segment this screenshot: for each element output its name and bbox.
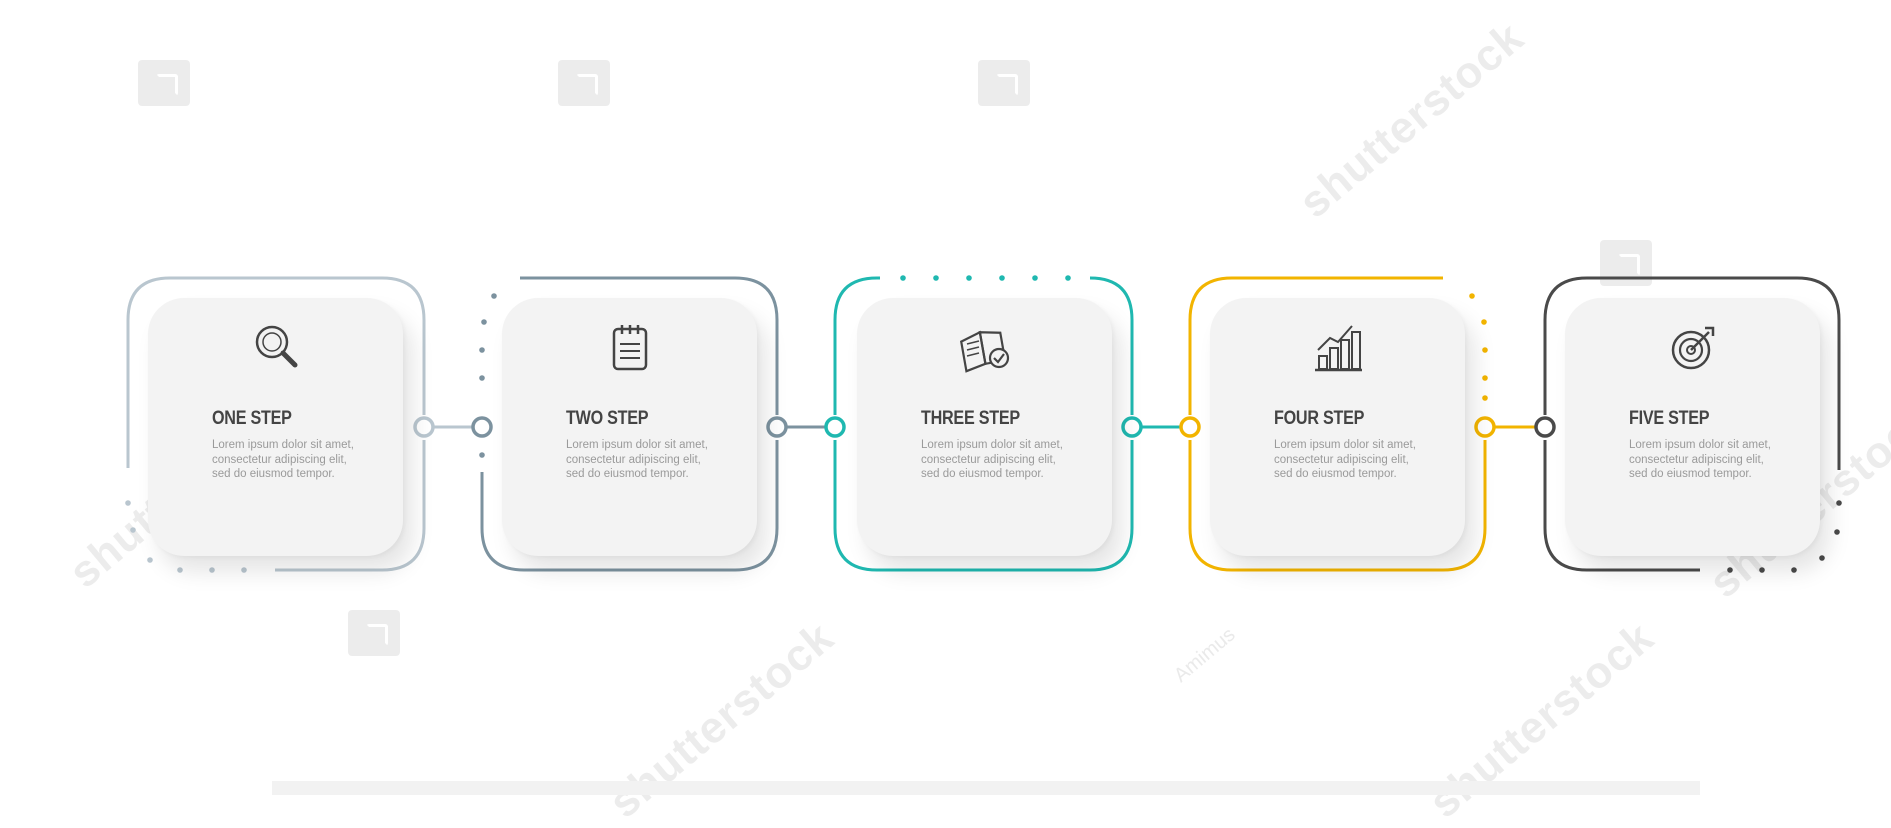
step-card-4: FOUR STEP Lorem ipsum dolor sit amet, co… — [1210, 298, 1465, 556]
node-3-right — [1121, 416, 1143, 438]
book-check-icon — [959, 330, 1010, 373]
step-card-1: ONE STEP Lorem ipsum dolor sit amet, con… — [148, 298, 403, 556]
step-4-dots — [1469, 293, 1488, 401]
footer-bar — [272, 781, 1700, 795]
infographic-timeline: shutterstock shutterstock shutterstock s… — [60, 13, 1891, 828]
step-1-title: ONE STEP — [212, 408, 292, 429]
step-4-outline — [1188, 276, 1487, 572]
watermark-tile — [978, 60, 1030, 106]
step-3-title: THREE STEP — [921, 408, 1020, 429]
node-4-right — [1474, 416, 1496, 438]
step-1-outline — [126, 276, 426, 572]
step-3-outline — [833, 276, 1134, 572]
step-4-body: Lorem ipsum dolor sit amet, consectetur … — [1274, 439, 1416, 480]
watermark-tile — [558, 60, 610, 106]
node-2-right — [766, 416, 788, 438]
node-3-left — [824, 416, 846, 438]
step-2-title: TWO STEP — [566, 408, 649, 429]
step-2-dots — [479, 293, 497, 458]
node-4-left — [1179, 416, 1201, 438]
step-card-3: THREE STEP Lorem ipsum dolor sit amet, c… — [857, 298, 1112, 556]
magnifier-icon — [255, 325, 298, 368]
step-5-dots — [1727, 500, 1842, 573]
step-5-title: FIVE STEP — [1629, 408, 1710, 429]
step-2-body: Lorem ipsum dolor sit amet, consectetur … — [566, 439, 708, 480]
step-1-dots — [125, 500, 247, 573]
node-1-right — [413, 416, 435, 438]
step-5-body: Lorem ipsum dolor sit amet, consectetur … — [1629, 439, 1771, 480]
step-card-5: FIVE STEP Lorem ipsum dolor sit amet, co… — [1565, 298, 1820, 556]
watermark-tile — [348, 610, 400, 656]
step-5-outline — [1543, 276, 1841, 572]
step-card-2: TWO STEP Lorem ipsum dolor sit amet, con… — [502, 298, 757, 556]
step-3-dots — [900, 275, 1071, 281]
step-1-body: Lorem ipsum dolor sit amet, consectetur … — [212, 439, 354, 480]
node-2-left — [471, 416, 493, 438]
target-icon — [1671, 326, 1715, 370]
growth-chart-icon — [1315, 325, 1362, 372]
step-4-title: FOUR STEP — [1274, 408, 1365, 429]
timeline-connectors — [125, 275, 1842, 573]
step-2-outline — [480, 276, 779, 572]
step-3-body: Lorem ipsum dolor sit amet, consectetur … — [921, 439, 1063, 480]
node-5-left — [1534, 416, 1556, 438]
notepad-icon — [612, 325, 648, 371]
watermark-tile — [138, 60, 190, 106]
